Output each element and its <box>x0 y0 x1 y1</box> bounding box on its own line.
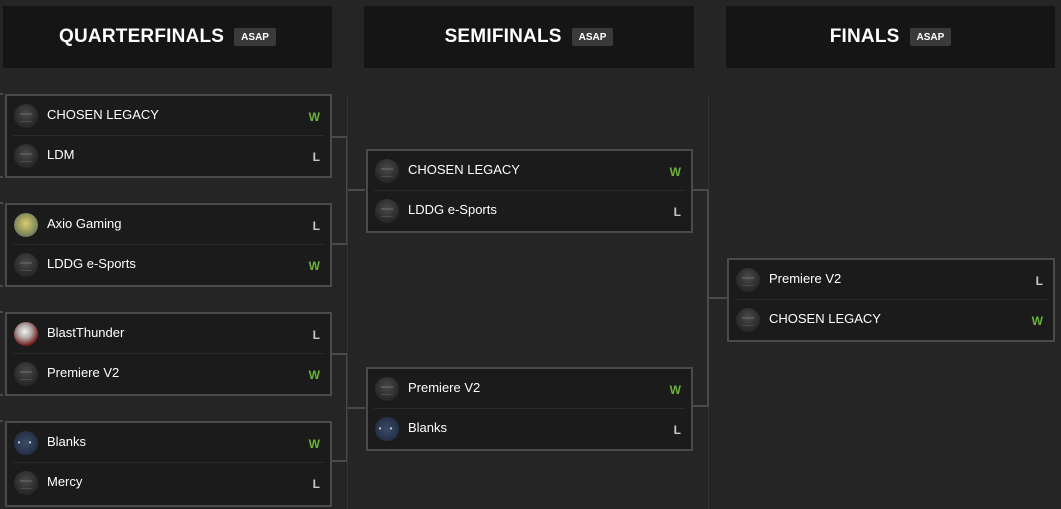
team-slot[interactable]: CHOSEN LEGACY W <box>729 300 1053 339</box>
semifinals-header: SEMIFINALS ASAP <box>364 6 694 68</box>
team-slot[interactable]: CHOSEN LEGACY W <box>368 151 691 190</box>
match-result: L <box>312 219 320 233</box>
team-name: Premiere V2 <box>47 365 120 380</box>
match-result: L <box>673 205 681 219</box>
match-result: W <box>308 368 320 382</box>
team-name: Mercy <box>47 474 83 489</box>
match-result: W <box>308 259 320 273</box>
team-logo-icon <box>736 307 760 332</box>
team-name: Blanks <box>47 434 87 449</box>
column-divider <box>347 95 348 509</box>
bracket-connector <box>0 176 3 178</box>
team-name: Blanks <box>408 420 448 435</box>
match-result: W <box>669 165 681 179</box>
bracket-connector <box>347 189 365 191</box>
match-result: W <box>308 437 320 451</box>
team-logo-icon <box>14 252 38 277</box>
team-logo-icon <box>375 198 399 223</box>
team-slot[interactable]: LDM L <box>7 136 330 175</box>
match-result: L <box>1035 274 1043 288</box>
bracket-connector <box>0 394 3 396</box>
final-match[interactable]: Premiere V2 L CHOSEN LEGACY W <box>727 258 1055 342</box>
team-logo-icon <box>375 376 399 401</box>
team-slot[interactable]: BlastThunder L <box>7 314 330 353</box>
match-result: L <box>673 423 681 437</box>
team-slot[interactable]: • • Blanks W <box>7 423 330 462</box>
match-result: L <box>312 150 320 164</box>
bracket-connector <box>331 353 347 355</box>
team-name: Premiere V2 <box>408 380 481 395</box>
team-name: BlastThunder <box>47 325 125 340</box>
team-slot[interactable]: Premiere V2 L <box>729 260 1053 299</box>
match-result: W <box>1031 314 1043 328</box>
quarterfinal-match-2[interactable]: Axio Gaming L LDDG e-Sports W <box>5 203 332 287</box>
team-name: CHOSEN LEGACY <box>47 107 159 122</box>
semifinal-match-2[interactable]: Premiere V2 W • • Blanks L <box>366 367 693 451</box>
round-title: QUARTERFINALS <box>59 26 225 47</box>
team-name: CHOSEN LEGACY <box>408 162 520 177</box>
team-slot[interactable]: LDDG e-Sports W <box>7 245 330 284</box>
bracket-connector <box>0 93 3 95</box>
team-logo-icon <box>736 267 760 292</box>
team-name: CHOSEN LEGACY <box>769 311 881 326</box>
round-time-badge: ASAP <box>571 28 614 46</box>
round-title: FINALS <box>829 26 900 47</box>
team-logo-icon: • • <box>14 430 38 455</box>
bracket-connector <box>0 285 3 287</box>
team-name: LDDG e-Sports <box>47 256 136 271</box>
semifinal-match-1[interactable]: CHOSEN LEGACY W LDDG e-Sports L <box>366 149 693 233</box>
bracket-connector <box>0 311 3 313</box>
bracket-connector <box>347 407 365 409</box>
quarterfinal-match-3[interactable]: BlastThunder L Premiere V2 W <box>5 312 332 396</box>
team-logo-icon <box>14 321 38 346</box>
team-logo-icon <box>14 212 38 237</box>
quarterfinal-match-4[interactable]: • • Blanks W Mercy L <box>5 421 332 507</box>
match-result: L <box>312 328 320 342</box>
match-result: W <box>308 110 320 124</box>
team-logo-icon <box>375 158 399 183</box>
finals-header: FINALS ASAP <box>726 6 1055 68</box>
team-name: Premiere V2 <box>769 271 842 286</box>
bracket-connector <box>331 460 347 462</box>
team-name: LDDG e-Sports <box>408 202 497 217</box>
team-slot[interactable]: CHOSEN LEGACY W <box>7 96 330 135</box>
team-slot[interactable]: • • Blanks L <box>368 409 691 448</box>
round-title: SEMIFINALS <box>444 26 562 47</box>
team-slot[interactable]: Premiere V2 W <box>7 354 330 393</box>
bracket-connector <box>331 136 347 138</box>
match-result: W <box>669 383 681 397</box>
team-logo-icon <box>14 143 38 168</box>
team-logo-icon: • • <box>375 416 399 441</box>
bracket-connector <box>0 420 3 422</box>
team-name: Axio Gaming <box>47 216 122 231</box>
team-logo-icon <box>14 470 38 495</box>
team-logo-icon <box>14 103 38 128</box>
team-slot[interactable]: Mercy L <box>7 463 330 502</box>
team-name: LDM <box>47 147 75 162</box>
round-time-badge: ASAP <box>909 28 952 46</box>
round-time-badge: ASAP <box>234 28 276 46</box>
quarterfinals-header: QUARTERFINALS ASAP <box>3 6 332 68</box>
team-slot[interactable]: LDDG e-Sports L <box>368 191 691 230</box>
bracket-connector <box>692 189 708 191</box>
team-logo-icon <box>14 361 38 386</box>
team-slot[interactable]: Axio Gaming L <box>7 205 330 244</box>
bracket-connector <box>0 202 3 204</box>
quarterfinal-match-1[interactable]: CHOSEN LEGACY W LDM L <box>5 94 332 178</box>
bracket-connector <box>692 405 708 407</box>
bracket-connector <box>708 297 727 299</box>
bracket-connector <box>331 243 347 245</box>
team-slot[interactable]: Premiere V2 W <box>368 369 691 408</box>
match-result: L <box>312 477 320 491</box>
